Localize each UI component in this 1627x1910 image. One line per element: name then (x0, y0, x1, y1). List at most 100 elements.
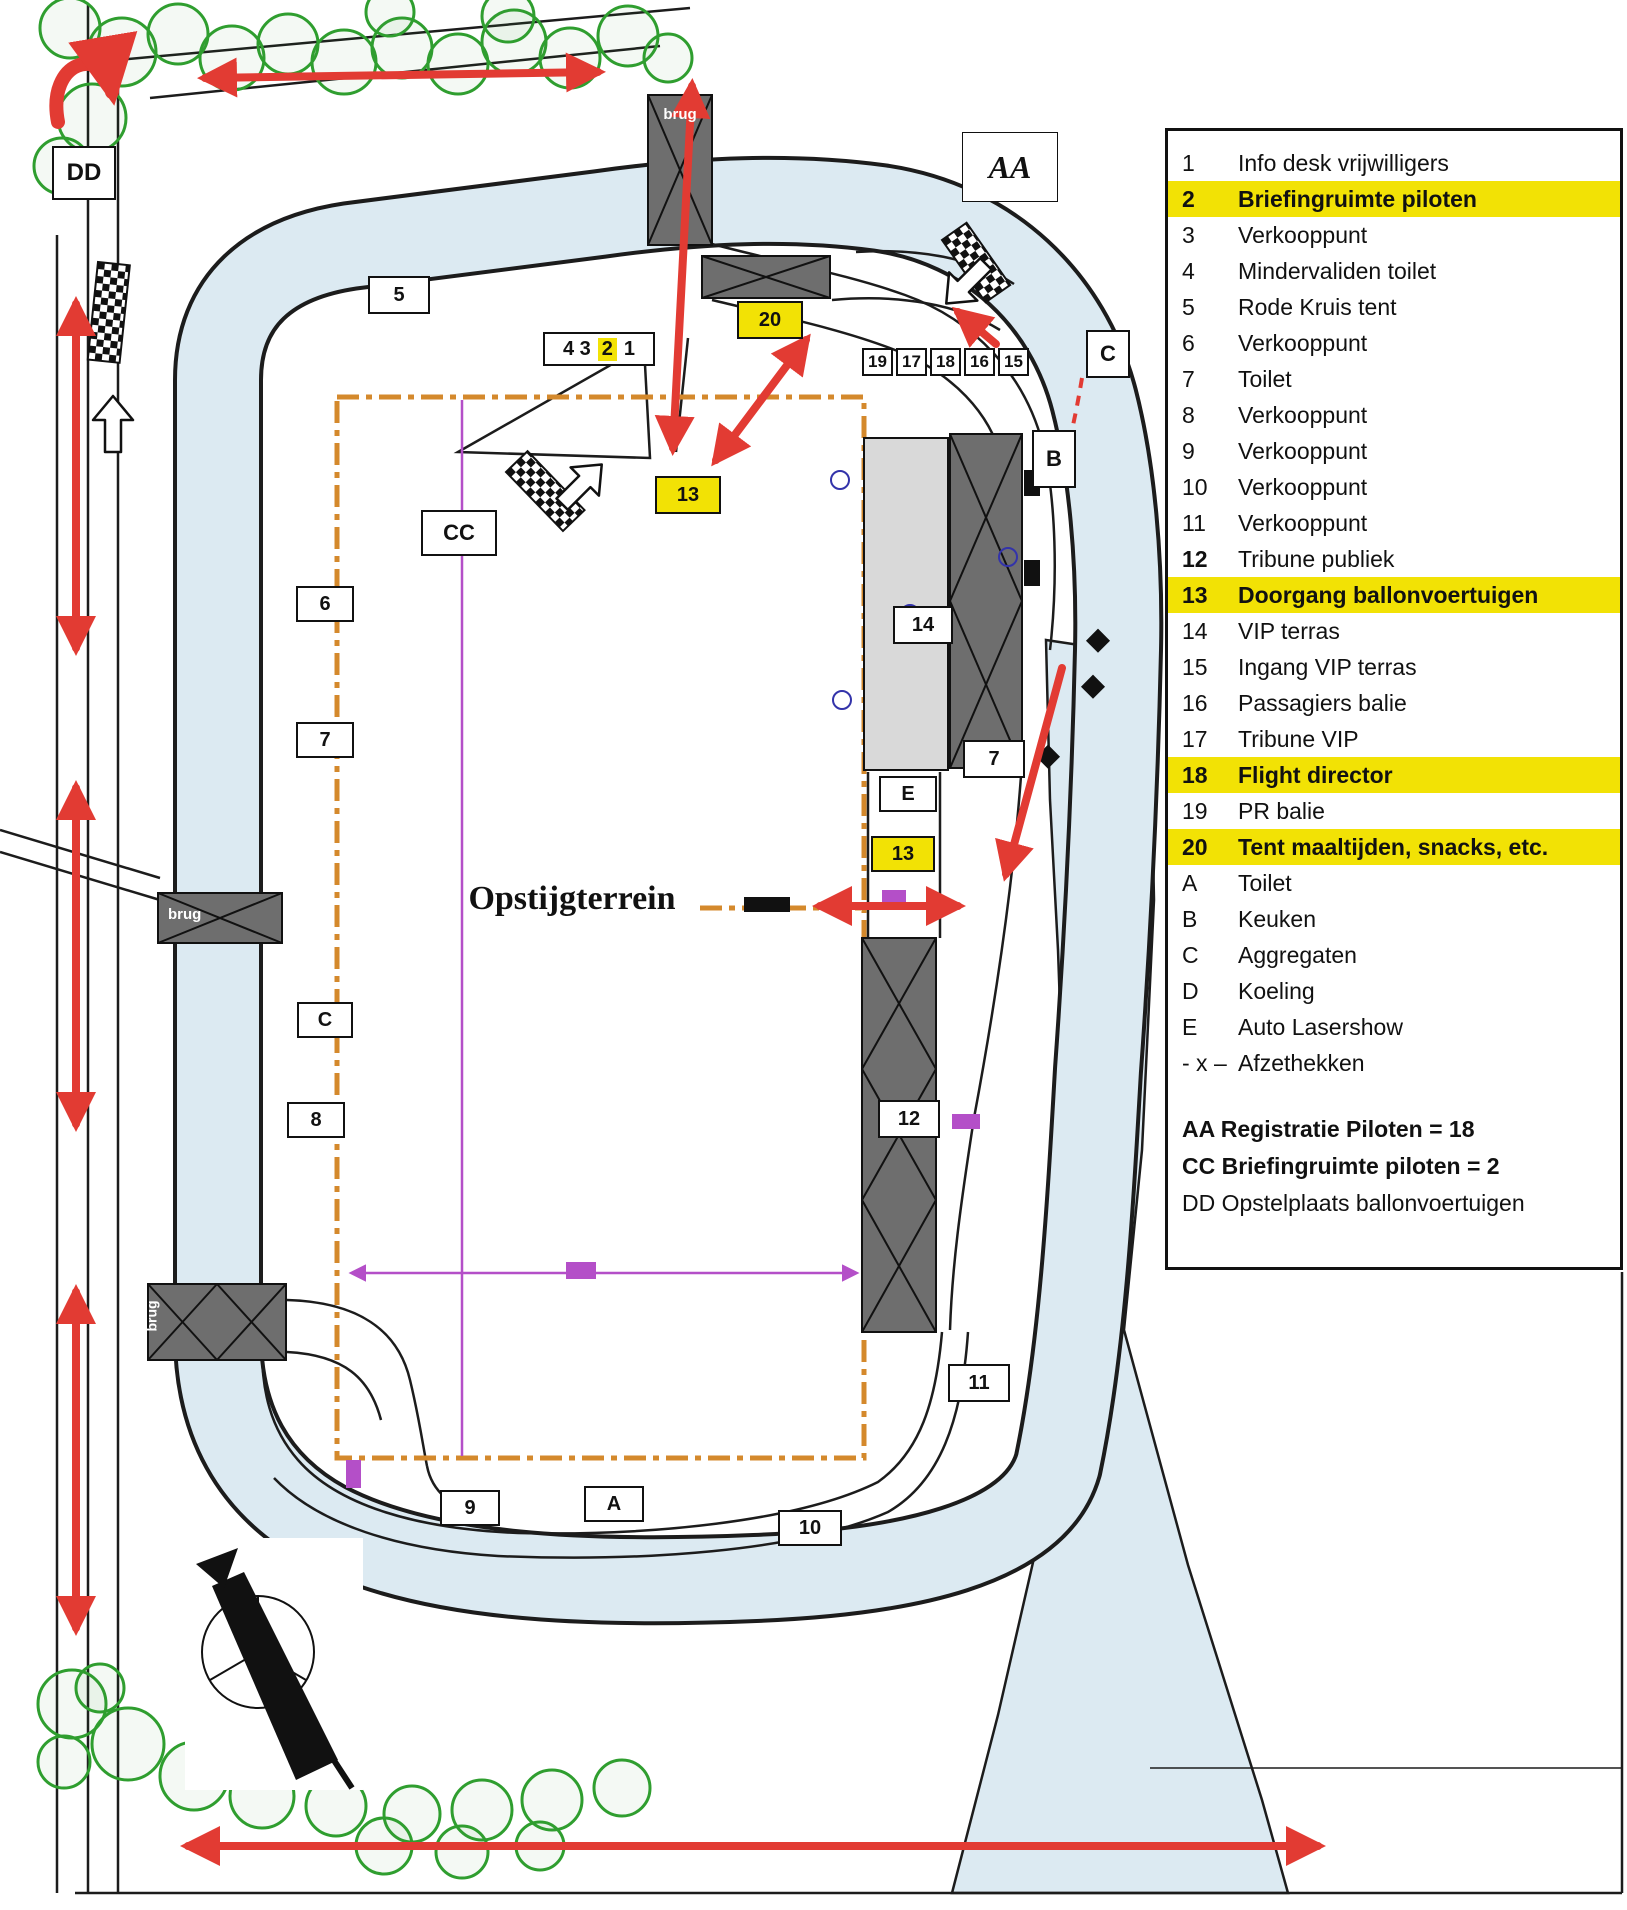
map-label-strip-19-15: 19 17 18 16 15 (862, 348, 1029, 376)
legend-item-label: Verkooppunt (1238, 329, 1368, 356)
legend-item: 17 Tribune VIP (1168, 721, 1620, 757)
vip-tribune-structure (949, 433, 1040, 769)
canal-ring (173, 155, 1164, 1626)
map-label-1: 1 (623, 337, 636, 360)
map-label-4-3: 4 3 (562, 337, 591, 360)
map-label-7-left: 7 (296, 722, 354, 758)
checkered-flag-icon (504, 449, 586, 533)
legend-item: 14 VIP terras (1168, 613, 1620, 649)
legend-item: 13 Doorgang ballonvoertuigen (1168, 577, 1620, 613)
legend-item-label: Koeling (1238, 977, 1315, 1004)
map-label-7-right: 7 (963, 740, 1025, 778)
map-label-11: 11 (948, 1364, 1010, 1402)
legend-item-key: 14 (1182, 617, 1208, 644)
legend-item-label: VIP terras (1238, 617, 1340, 644)
legend-item-label: Tent maaltijden, snacks, etc. (1238, 833, 1549, 860)
map-label-aa: AA (962, 132, 1058, 202)
balloon-trolley-sketch (185, 1538, 363, 1790)
bridge-label-bottom: brug (143, 1300, 160, 1332)
legend-item: 12 Tribune publiek (1168, 541, 1620, 577)
up-arrow-icon (91, 394, 135, 454)
legend-item-key: 4 (1182, 257, 1195, 284)
map-label-20: 20 (737, 301, 803, 339)
legend-item: 10 Verkooppunt (1168, 469, 1620, 505)
map-label-a: A (584, 1486, 644, 1522)
field-boundary (334, 394, 867, 1461)
legend-note-aa: AA Registratie Piloten = 18 (1182, 1116, 1475, 1142)
field-title: Opstijgterrein (468, 880, 676, 917)
map-label-b: B (1032, 430, 1076, 488)
map-label-e: E (879, 776, 937, 812)
map-label-15: 15 (998, 348, 1029, 376)
legend-item-key: 1 (1182, 149, 1195, 176)
legend-item-key: 15 (1182, 653, 1208, 680)
legend-panel: 1 Info desk vrijwilligers 2 Briefingruimte… (1165, 128, 1623, 1270)
bridge-label-left: brug (168, 906, 202, 923)
legend-item-key: 2 (1182, 185, 1195, 212)
legend-item-key: 10 (1182, 473, 1208, 500)
map-label-13-mid: 13 (871, 836, 935, 872)
legend-item-key: 18 (1182, 761, 1208, 788)
legend-item-label: Rode Kruis tent (1238, 293, 1397, 320)
legend-notes: AA Registratie Piloten = 18 CC Briefingr… (1168, 1111, 1620, 1222)
checkered-flag-icon (86, 260, 131, 364)
map-label-10: 10 (778, 1510, 842, 1546)
legend-item-label: Verkooppunt (1238, 509, 1368, 536)
bridge-structure-bottom (147, 1283, 287, 1361)
legend-item: - x –Afzethekken (1168, 1045, 1620, 1081)
map-label-6: 6 (296, 586, 354, 622)
map-label-19: 19 (862, 348, 893, 376)
map-label-9: 9 (440, 1490, 500, 1526)
legend-item-label: Verkooppunt (1238, 437, 1368, 464)
legend-item-key: D (1182, 977, 1199, 1004)
legend-item-label: PR balie (1238, 797, 1325, 824)
legend-item-key: 8 (1182, 401, 1195, 428)
legend-item-key: 3 (1182, 221, 1195, 248)
legend-item-label: Flight director (1238, 761, 1393, 788)
legend-item-label: Briefingruimte piloten (1238, 185, 1477, 212)
legend-item-key: 13 (1182, 581, 1208, 608)
map-label-18: 18 (930, 348, 961, 376)
legend-item: D Koeling (1168, 973, 1620, 1009)
legend-item-key: B (1182, 905, 1198, 932)
legend-item-key: 6 (1182, 329, 1195, 356)
vip-terras-structure (863, 437, 949, 771)
legend-item-label: Auto Lasershow (1238, 1013, 1403, 1040)
legend-item-label: Toilet (1238, 869, 1292, 896)
map-label-12: 12 (878, 1100, 940, 1138)
legend-item-key: 17 (1182, 725, 1208, 752)
legend-item-key: 12 (1182, 545, 1208, 572)
legend-item-label: Tribune VIP (1238, 725, 1359, 752)
legend-item-label: Aggregaten (1238, 941, 1357, 968)
map-label-16: 16 (964, 348, 995, 376)
route-arrows (49, 30, 1326, 1866)
legend-item-key: 20 (1182, 833, 1208, 860)
legend-item-label: Doorgang ballonvoertuigen (1238, 581, 1539, 608)
legend-item-label: Mindervaliden toilet (1238, 257, 1437, 284)
legend-item-key: 19 (1182, 797, 1208, 824)
legend-note-dd: DD Opstelplaats ballonvoertuigen (1182, 1190, 1525, 1216)
legend-item-label: Tribune publiek (1238, 545, 1395, 572)
up-right-arrow-icon (555, 463, 603, 512)
legend-item: 6 Verkooppunt (1168, 325, 1620, 361)
map-label-13-top: 13 (655, 476, 721, 514)
legend-item-key: - x – (1182, 1049, 1227, 1076)
legend-item-label: Info desk vrijwilligers (1238, 149, 1449, 176)
legend-item-label: Verkooppunt (1238, 221, 1368, 248)
legend-item-key: 7 (1182, 365, 1195, 392)
map-label-dd: DD (52, 146, 116, 200)
legend-item: 5 Rode Kruis tent (1168, 289, 1620, 325)
bridge-structure-left (157, 892, 283, 944)
legend-item-label: Verkooppunt (1238, 473, 1368, 500)
legend-item-key: 5 (1182, 293, 1195, 320)
legend-item: 19 PR balie (1168, 793, 1620, 829)
